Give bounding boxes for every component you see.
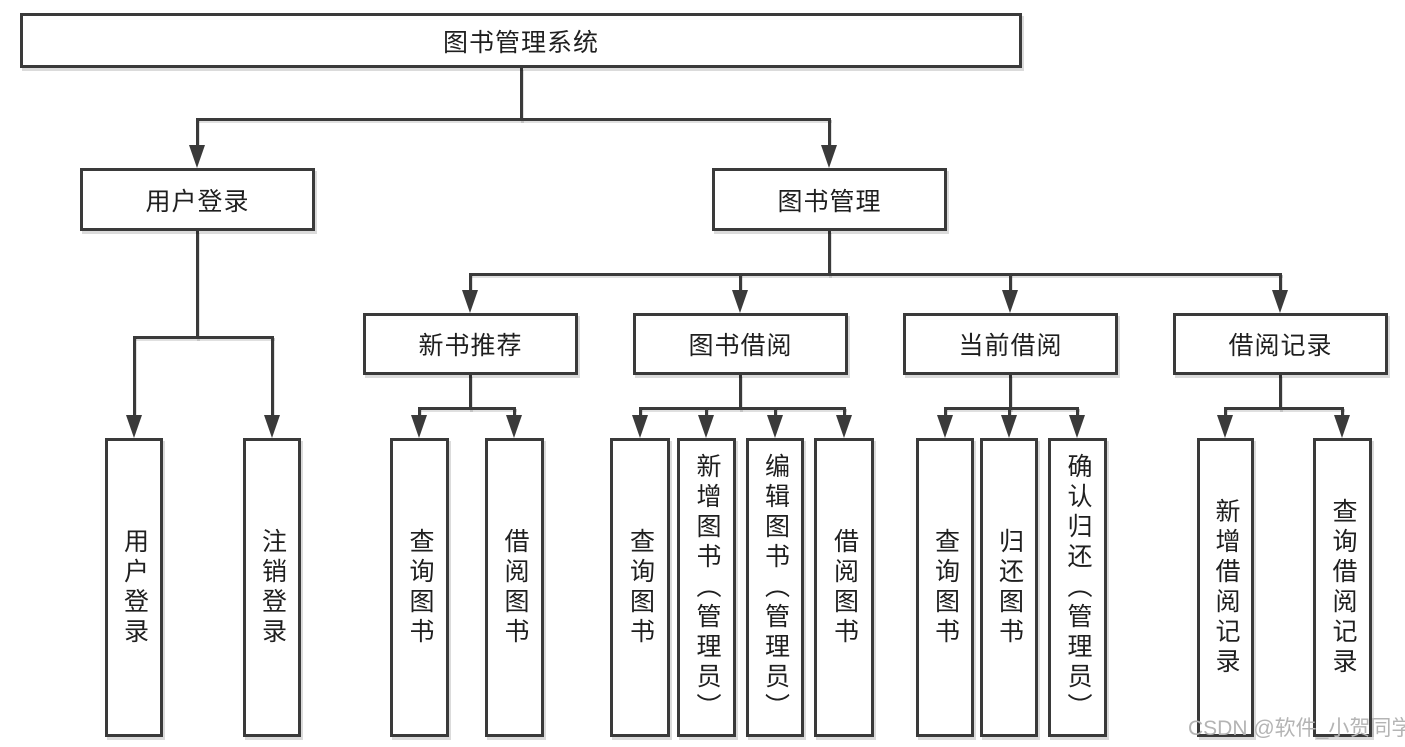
node-leaf-current-confirm: 确认归还（管理员） <box>1048 438 1107 737</box>
node-label-book-management: 图书管理 <box>777 187 882 216</box>
node-book-borrowing: 图书借阅 <box>633 313 848 375</box>
connector-stem-new-book-recommend <box>469 375 472 410</box>
node-label-leaf-user-login: 用户登录 <box>120 527 149 648</box>
connector-branch-book-management <box>469 273 1282 276</box>
connector-drop-leaf-current-query <box>943 407 947 417</box>
node-leaf-recommend-borrow: 借阅图书 <box>485 438 544 737</box>
connector-drop-leaf-current-return <box>1007 407 1011 417</box>
connector-stem-user-login <box>196 231 199 339</box>
node-label-leaf-borrow-query: 查询图书 <box>626 527 655 648</box>
csdn-watermark: CSDN @软件_小贺同学 <box>1188 717 1405 740</box>
connector-stem-root <box>519 68 523 121</box>
connector-drop-leaf-user-login <box>132 336 136 417</box>
node-leaf-current-return: 归还图书 <box>980 438 1038 737</box>
arrow-down-icon <box>631 415 648 438</box>
node-leaf-borrow-query: 查询图书 <box>610 438 670 737</box>
node-leaf-records-add: 新增借阅记录 <box>1197 438 1254 737</box>
node-leaf-recommend-query: 查询图书 <box>390 438 449 737</box>
connector-drop-leaf-recommend-borrow <box>513 407 516 417</box>
arrow-down-icon <box>1069 415 1085 438</box>
node-root: 图书管理系统 <box>20 13 1022 68</box>
node-leaf-borrow-add: 新增图书（管理员） <box>677 438 736 737</box>
connector-drop-book-borrowing <box>739 273 742 292</box>
connector-drop-book-management <box>828 118 831 147</box>
arrow-down-icon <box>1002 290 1018 313</box>
node-leaf-borrow-edit: 编辑图书（管理员） <box>746 438 804 737</box>
node-label-leaf-current-query: 查询图书 <box>931 527 960 648</box>
connector-stem-book-borrowing <box>739 375 742 410</box>
arrow-down-icon <box>936 415 953 438</box>
node-label-leaf-records-add: 新增借阅记录 <box>1212 497 1240 678</box>
connector-stem-current-borrowing <box>1009 375 1012 410</box>
node-leaf-current-query: 查询图书 <box>916 438 974 737</box>
arrow-down-icon <box>835 415 852 438</box>
arrow-down-icon <box>506 415 522 438</box>
node-label-root: 图书管理系统 <box>442 28 599 57</box>
connector-drop-current-borrowing <box>1009 273 1012 292</box>
connector-drop-borrowing-records <box>1279 273 1282 292</box>
connector-branch-new-book-recommend <box>418 407 516 410</box>
arrow-down-icon <box>462 290 478 313</box>
node-label-leaf-recommend-borrow: 借阅图书 <box>501 527 529 648</box>
node-borrowing-records: 借阅记录 <box>1173 313 1388 375</box>
connector-drop-leaf-current-confirm <box>1076 407 1079 417</box>
connector-drop-leaf-records-query <box>1341 407 1344 417</box>
arrow-down-icon <box>1334 415 1350 438</box>
node-label-leaf-current-confirm: 确认归还（管理员） <box>1064 452 1092 723</box>
node-new-book-recommend: 新书推荐 <box>363 313 578 375</box>
node-leaf-user-login: 用户登录 <box>105 438 163 737</box>
node-label-leaf-logout-login: 注销登录 <box>258 527 287 648</box>
arrow-down-icon <box>1272 290 1288 313</box>
node-label-leaf-borrow-borrow: 借阅图书 <box>830 527 859 648</box>
node-leaf-records-query: 查询借阅记录 <box>1313 438 1372 737</box>
connector-branch-user-login <box>132 336 274 339</box>
connector-stem-borrowing-records <box>1279 375 1282 410</box>
arrow-down-icon <box>766 415 783 438</box>
arrow-down-icon <box>698 415 714 438</box>
arrow-down-icon <box>189 145 205 168</box>
arrow-down-icon <box>263 415 280 438</box>
arrow-down-icon <box>732 290 748 313</box>
connector-branch-book-borrowing <box>638 407 846 410</box>
node-user-login: 用户登录 <box>80 168 315 231</box>
node-label-leaf-borrow-add: 新增图书（管理员） <box>693 452 721 723</box>
connector-stem-book-management <box>828 231 831 276</box>
connector-drop-leaf-records-add <box>1224 407 1227 417</box>
node-label-current-borrowing: 当前借阅 <box>958 332 1063 360</box>
connector-branch-root <box>196 118 831 121</box>
node-book-management: 图书管理 <box>712 168 947 231</box>
node-label-leaf-records-query: 查询借阅记录 <box>1329 497 1357 678</box>
connector-branch-current-borrowing <box>943 407 1079 410</box>
node-leaf-borrow-borrow: 借阅图书 <box>814 438 874 737</box>
node-label-leaf-recommend-query: 查询图书 <box>406 527 434 648</box>
arrow-down-icon <box>1217 415 1233 438</box>
node-leaf-logout-login: 注销登录 <box>243 438 301 737</box>
connector-branch-borrowing-records <box>1224 407 1344 410</box>
arrow-down-icon <box>821 145 837 168</box>
arrow-down-icon <box>1000 415 1017 438</box>
connector-drop-leaf-borrow-add <box>705 407 708 417</box>
connector-drop-user-login <box>196 118 199 147</box>
node-label-book-borrowing: 图书借阅 <box>688 332 793 360</box>
connector-drop-leaf-borrow-query <box>638 407 642 417</box>
node-label-user-login: 用户登录 <box>145 187 250 216</box>
node-label-leaf-borrow-edit: 编辑图书（管理员） <box>761 452 790 723</box>
node-current-borrowing: 当前借阅 <box>903 313 1118 375</box>
node-label-borrowing-records: 借阅记录 <box>1228 332 1333 360</box>
node-label-new-book-recommend: 新书推荐 <box>418 332 523 360</box>
connector-drop-leaf-recommend-query <box>418 407 421 417</box>
arrow-down-icon <box>125 415 142 438</box>
connector-drop-leaf-logout-login <box>270 336 274 417</box>
arrow-down-icon <box>411 415 427 438</box>
connector-drop-new-book-recommend <box>469 273 472 292</box>
connector-drop-leaf-borrow-edit <box>773 407 777 417</box>
connector-drop-leaf-borrow-borrow <box>842 407 846 417</box>
node-label-leaf-current-return: 归还图书 <box>995 527 1024 648</box>
